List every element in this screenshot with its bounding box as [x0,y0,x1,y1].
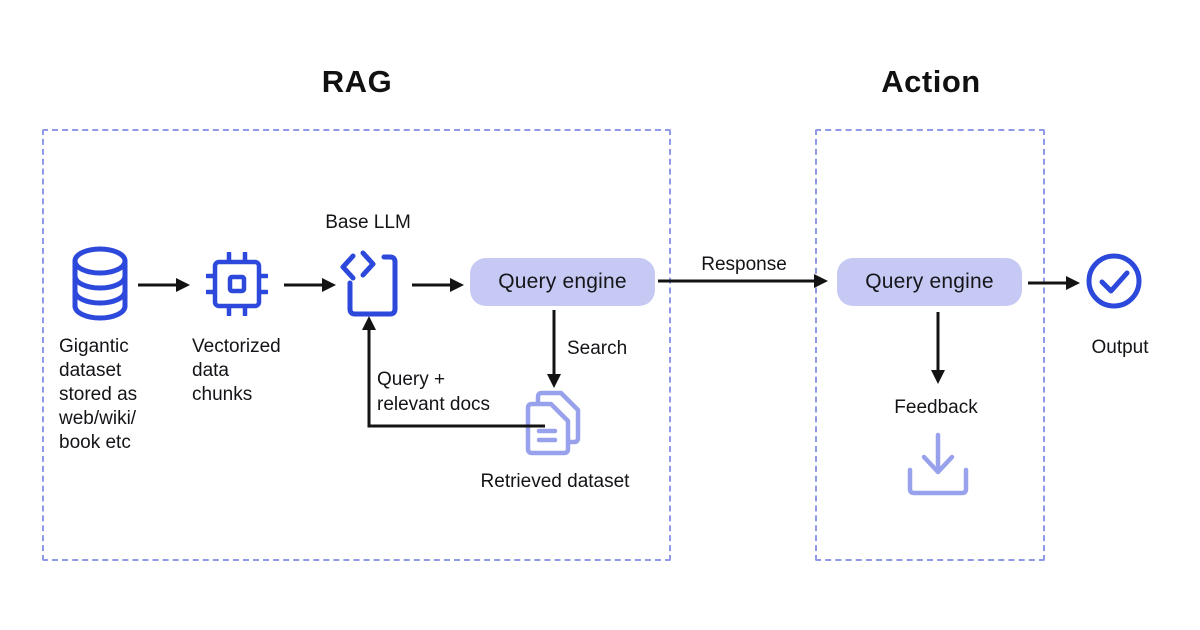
retrieved-dataset-label: Retrieved dataset [480,471,630,492]
arrow-response [658,274,828,288]
arrow-chip-to-llm [284,278,336,292]
dataset-caption: Gigantic dataset stored as web/wiki/ boo… [59,336,138,453]
action-query-engine-node: Query engine [837,258,1022,306]
action-section-title: Action [881,64,981,99]
query-docs-label: Query + relevant docs [377,369,491,415]
arrow-query-engine-to-output [1028,276,1080,290]
arrow-docs-to-llm [362,316,545,428]
response-label: Response [701,254,787,275]
download-tray-icon [907,432,969,496]
arrow-dataset-to-chip [138,278,190,292]
database-icon [72,246,128,321]
arrow-llm-to-query-engine [412,278,464,292]
action-zone-box [815,129,1045,561]
rag-query-engine-label: Query engine [498,270,627,293]
chip-icon [206,252,268,316]
output-label: Output [1091,337,1149,358]
base-llm-label: Base LLM [325,212,411,233]
check-circle-icon [1086,253,1142,309]
rag-section-title: RAG [321,64,393,99]
documents-icon [525,390,581,456]
rag-zone-box [42,129,671,561]
vectorized-caption: Vectorized data chunks [192,336,281,405]
action-query-engine-label: Query engine [865,270,994,293]
search-label: Search [567,338,628,359]
arrow-feedback-down [931,312,945,384]
arrow-search-down [547,310,561,388]
feedback-label: Feedback [894,397,978,418]
code-brackets-icon [340,250,398,317]
rag-query-engine-node: Query engine [470,258,655,306]
